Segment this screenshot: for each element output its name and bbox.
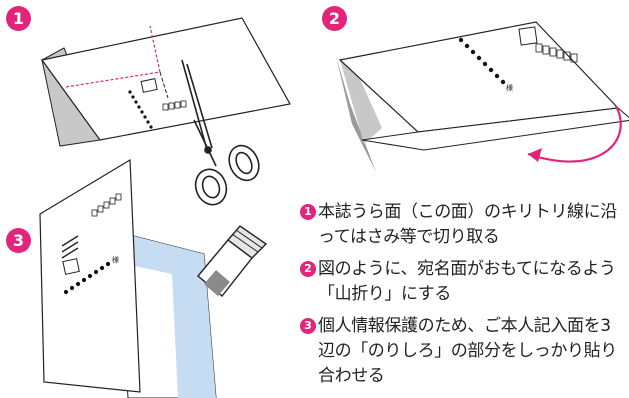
step-marker-2: 2 xyxy=(322,6,347,31)
fold-line xyxy=(41,59,101,141)
panel-3-glue: 様 xyxy=(39,158,217,398)
svg-text:様: 様 xyxy=(112,255,119,264)
instruction-step: 3 個人情報保護のため、ご本人記入面を3辺の「のりしろ」の部分をしっかり貼り合わ… xyxy=(300,314,626,389)
step-number-badge: 3 xyxy=(300,318,316,334)
panel-2-folded-card: 様 xyxy=(336,21,629,172)
step-text: 個人情報保護のため、ご本人記入面を3辺の「のりしろ」の部分をしっかり貼り合わせる xyxy=(318,316,617,386)
cut-line xyxy=(65,25,161,88)
glue-stick-icon xyxy=(197,225,268,297)
stamp-box xyxy=(140,78,158,93)
scissors-icon xyxy=(181,59,260,206)
step-text: 図のように、宛名面がおもてになるよう「山折り」にする xyxy=(318,259,616,304)
step-number-badge: 2 xyxy=(300,261,316,277)
fold-arrow-icon xyxy=(527,105,622,163)
svg-text:様: 様 xyxy=(506,83,513,92)
panel-1-flat-card xyxy=(40,17,291,147)
step-text: 本誌うら面（この面）のキリトリ線に沿ってはさみ等で切り取る xyxy=(318,202,617,247)
step-number-badge: 1 xyxy=(300,204,316,220)
step-marker-3: 3 xyxy=(6,228,31,253)
address-dots xyxy=(128,90,153,129)
instruction-step: 2 図のように、宛名面がおもてになるよう「山折り」にする xyxy=(300,257,626,307)
step-marker-1: 1 xyxy=(6,6,31,31)
instruction-list: 1 本誌うら面（この面）のキリトリ線に沿ってはさみ等で切り取る 2 図のように、… xyxy=(300,200,626,396)
instruction-step: 1 本誌うら面（この面）のキリトリ線に沿ってはさみ等で切り取る xyxy=(300,200,626,250)
